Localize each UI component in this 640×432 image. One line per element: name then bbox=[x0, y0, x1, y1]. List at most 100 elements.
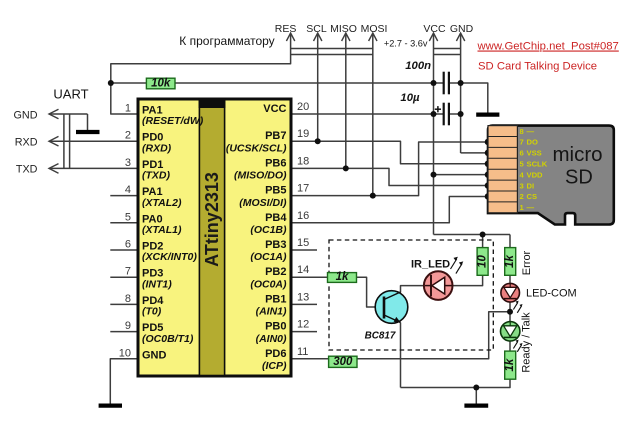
svg-text:ATtiny2313: ATtiny2313 bbox=[202, 172, 222, 267]
svg-text:PD3: PD3 bbox=[142, 268, 163, 280]
svg-text:(ICP): (ICP) bbox=[262, 360, 287, 372]
svg-text:10µ: 10µ bbox=[400, 92, 420, 104]
svg-text:Error: Error bbox=[521, 250, 533, 275]
svg-text:PA1: PA1 bbox=[142, 186, 163, 198]
svg-text:100n: 100n bbox=[405, 60, 431, 72]
svg-text:RXD: RXD bbox=[15, 137, 38, 149]
svg-text:PB6: PB6 bbox=[265, 157, 286, 169]
svg-text:9: 9 bbox=[125, 320, 131, 332]
svg-text:VCC: VCC bbox=[263, 103, 286, 115]
svg-text:10: 10 bbox=[477, 254, 489, 267]
svg-text:(AIN0): (AIN0) bbox=[256, 333, 287, 345]
svg-text:(TXD): (TXD) bbox=[142, 170, 170, 182]
svg-text:UART: UART bbox=[53, 87, 88, 102]
svg-text:6: 6 bbox=[125, 239, 131, 251]
svg-text:14: 14 bbox=[297, 264, 309, 276]
svg-text:VDD: VDD bbox=[527, 170, 544, 179]
svg-text:VCC: VCC bbox=[423, 23, 446, 35]
svg-text:15: 15 bbox=[297, 237, 309, 249]
svg-text:PB2: PB2 bbox=[265, 266, 286, 278]
svg-text:PB4: PB4 bbox=[265, 212, 287, 224]
svg-text:—: — bbox=[527, 127, 535, 136]
svg-text:(XTAL1): (XTAL1) bbox=[142, 224, 182, 236]
svg-text:2: 2 bbox=[520, 192, 524, 201]
svg-text:(INT1): (INT1) bbox=[142, 278, 172, 290]
svg-text:+2.7 - 3.6v: +2.7 - 3.6v bbox=[384, 38, 428, 48]
svg-text:1: 1 bbox=[520, 203, 525, 212]
svg-text:PB3: PB3 bbox=[265, 239, 286, 251]
svg-text:(MISO/DO): (MISO/DO) bbox=[234, 170, 287, 182]
svg-text:PA1: PA1 bbox=[142, 105, 163, 117]
svg-text:DI: DI bbox=[527, 181, 535, 190]
svg-text:19: 19 bbox=[297, 128, 309, 140]
svg-text:(MOSI/DI): (MOSI/DI) bbox=[239, 197, 287, 209]
svg-text:12: 12 bbox=[297, 319, 309, 331]
svg-text:6: 6 bbox=[520, 149, 524, 158]
svg-text:PA0: PA0 bbox=[142, 213, 163, 225]
svg-text:5: 5 bbox=[125, 211, 131, 223]
svg-text:18: 18 bbox=[297, 155, 309, 167]
svg-text:2: 2 bbox=[125, 130, 131, 142]
svg-text:BC817: BC817 bbox=[365, 331, 396, 342]
svg-text:MISO: MISO bbox=[330, 23, 357, 35]
svg-text:DO: DO bbox=[527, 138, 538, 147]
svg-text:PB5: PB5 bbox=[265, 185, 286, 197]
svg-text:PD4: PD4 bbox=[142, 295, 164, 307]
svg-text:micro: micro bbox=[552, 143, 602, 166]
svg-text:PD1: PD1 bbox=[142, 159, 163, 171]
svg-text:(OC0B/T1): (OC0B/T1) bbox=[142, 333, 194, 345]
svg-text:(OC1A): (OC1A) bbox=[250, 251, 287, 263]
svg-text:GND: GND bbox=[142, 349, 167, 361]
svg-text:VSS: VSS bbox=[527, 149, 542, 158]
svg-text:10k: 10k bbox=[151, 78, 171, 90]
svg-text:(OC1B): (OC1B) bbox=[250, 224, 287, 236]
svg-text:4: 4 bbox=[520, 170, 525, 179]
svg-text:PB0: PB0 bbox=[265, 321, 286, 333]
svg-text:SCL: SCL bbox=[306, 23, 327, 35]
svg-text:4: 4 bbox=[125, 184, 131, 196]
svg-text:(RESET/dW): (RESET/dW) bbox=[142, 115, 204, 127]
svg-text:PB7: PB7 bbox=[265, 130, 286, 142]
svg-text:LED-COM: LED-COM bbox=[526, 288, 577, 300]
svg-text:SCLK: SCLK bbox=[527, 159, 548, 168]
svg-text:Ready / Talk: Ready / Talk bbox=[521, 312, 533, 373]
svg-text:7: 7 bbox=[520, 138, 524, 147]
svg-text:RES: RES bbox=[275, 23, 297, 35]
svg-text:8: 8 bbox=[125, 293, 131, 305]
svg-text:3: 3 bbox=[520, 181, 524, 190]
svg-text:GND: GND bbox=[14, 109, 38, 121]
svg-text:(UCSK/SCL): (UCSK/SCL) bbox=[226, 142, 287, 154]
svg-text:CS: CS bbox=[527, 192, 538, 201]
svg-text:(RXD): (RXD) bbox=[142, 142, 172, 154]
svg-text:13: 13 bbox=[297, 291, 309, 303]
svg-text:1k: 1k bbox=[504, 358, 516, 371]
svg-text:5: 5 bbox=[520, 159, 525, 168]
svg-text:300: 300 bbox=[333, 356, 353, 368]
svg-text:1k: 1k bbox=[336, 271, 349, 283]
svg-text:(T0): (T0) bbox=[142, 306, 162, 318]
svg-text:К программатору: К программатору bbox=[179, 34, 274, 48]
svg-text:TXD: TXD bbox=[16, 164, 38, 176]
svg-text:7: 7 bbox=[125, 266, 131, 278]
svg-text:(OC0A): (OC0A) bbox=[250, 278, 287, 290]
svg-text:—: — bbox=[527, 203, 535, 212]
svg-text:PD0: PD0 bbox=[142, 132, 163, 144]
svg-text:www.GetChip.net Post#087: www.GetChip.net Post#087 bbox=[477, 41, 619, 53]
svg-text:MOSI: MOSI bbox=[361, 23, 388, 35]
svg-text:1k: 1k bbox=[504, 254, 516, 267]
svg-text:1: 1 bbox=[125, 103, 131, 115]
svg-text:PD6: PD6 bbox=[265, 348, 286, 360]
svg-text:SD: SD bbox=[565, 167, 593, 189]
svg-text:10: 10 bbox=[119, 347, 131, 359]
svg-text:SD Card Talking Device: SD Card Talking Device bbox=[478, 61, 597, 73]
svg-text:(XTAL2): (XTAL2) bbox=[142, 197, 182, 209]
svg-text:PD2: PD2 bbox=[142, 241, 163, 253]
svg-text:PD5: PD5 bbox=[142, 322, 163, 334]
svg-text:(AIN1): (AIN1) bbox=[256, 306, 287, 318]
svg-text:PB1: PB1 bbox=[265, 293, 286, 305]
svg-text:8: 8 bbox=[520, 127, 524, 136]
svg-text:20: 20 bbox=[297, 101, 309, 113]
svg-text:16: 16 bbox=[297, 210, 309, 222]
svg-text:17: 17 bbox=[297, 183, 309, 195]
svg-text:3: 3 bbox=[125, 157, 131, 169]
